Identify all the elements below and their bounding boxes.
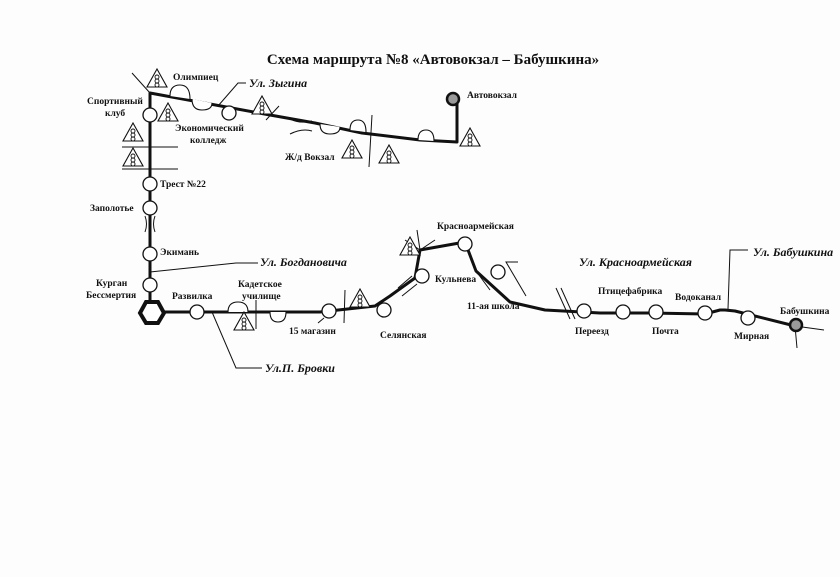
stop-label: Селянская xyxy=(380,331,427,341)
traffic-light-icon xyxy=(251,95,273,115)
stop-label: Спортивный xyxy=(87,96,143,107)
depot-icon[interactable] xyxy=(137,300,167,325)
stop-zapolotye[interactable] xyxy=(142,200,158,216)
stop-krasnoarmeyskaya[interactable] xyxy=(457,236,473,252)
stop-ekonomicheskiy[interactable] xyxy=(221,105,237,121)
stop-label: Курган xyxy=(96,279,128,289)
stop-label: Трест №22 xyxy=(160,180,206,190)
traffic-light-icon xyxy=(399,236,421,256)
stop-label: Автовокзал xyxy=(467,91,518,101)
traffic-light-icon xyxy=(459,127,481,147)
street-line-krasnoarmeyskaya xyxy=(505,261,527,297)
street-label: Ул.П. Бровки xyxy=(265,361,335,375)
stop-label: Ж/д Вокзал xyxy=(285,153,335,163)
stop-label: 11-ая школа xyxy=(467,302,520,312)
bridge-icon xyxy=(289,118,313,135)
stop-label: Экономический xyxy=(175,123,244,134)
street-line-bogdanovicha xyxy=(149,262,258,273)
traffic-light-icon xyxy=(146,68,168,88)
stop-label: Кульнева xyxy=(435,275,476,285)
traffic-light-icon xyxy=(378,144,400,164)
terminal-stop-avtovokzal[interactable] xyxy=(445,91,461,107)
stop-label: Водоканал xyxy=(675,293,722,303)
street-line-zygina xyxy=(217,82,246,107)
stop-11-shkola[interactable] xyxy=(490,264,506,280)
stop-label: Заполотье xyxy=(90,204,134,214)
stop-ptitsefabrika[interactable] xyxy=(615,304,631,320)
stop-selyanskaya[interactable] xyxy=(376,302,392,318)
stop-label: Красноармейская xyxy=(437,221,514,232)
stop-label: Кадетское xyxy=(238,280,282,290)
crossing-line xyxy=(255,289,346,329)
crossing-line xyxy=(122,146,178,170)
crossing-line xyxy=(317,270,825,349)
stop-label: Бабушкина xyxy=(780,306,830,317)
stop-label: Экимань xyxy=(160,248,199,258)
stop-label: колледж xyxy=(190,136,227,146)
stop-label: 15 магазин xyxy=(289,327,336,337)
stop-sportivny[interactable] xyxy=(142,107,158,123)
stop-label: Птицефабрика xyxy=(598,286,662,297)
traffic-light-icon xyxy=(349,288,371,308)
street-line-start xyxy=(131,72,151,94)
terminal-stop-babushkina[interactable] xyxy=(788,317,804,333)
stop-trest[interactable] xyxy=(142,176,158,192)
stop-label: Мирная xyxy=(734,332,769,342)
street-line-brovki xyxy=(211,311,262,369)
stop-label: Развилка xyxy=(172,292,213,302)
stop-razvilka[interactable] xyxy=(189,304,205,320)
stop-kurgan[interactable] xyxy=(142,277,158,293)
speed-bump-icon xyxy=(319,123,341,135)
stop-label: Почта xyxy=(652,327,679,337)
crossing-line xyxy=(555,287,576,320)
traffic-light-icon xyxy=(157,102,179,122)
stop-vodokanal[interactable] xyxy=(697,305,713,321)
stop-15-magazin[interactable] xyxy=(321,303,337,319)
stop-label: Бессмертия xyxy=(86,291,136,301)
traffic-light-icon xyxy=(122,147,144,167)
bridge-icon xyxy=(397,275,418,297)
speed-bump-icon xyxy=(417,129,435,142)
stop-pochta[interactable] xyxy=(648,304,664,320)
speed-bump-icon xyxy=(227,301,249,313)
stop-label: Олимпиец xyxy=(173,73,219,83)
stop-kulneva[interactable] xyxy=(414,268,430,284)
speed-bump-icon xyxy=(349,119,367,133)
traffic-light-icon xyxy=(341,139,363,159)
stop-label: училище xyxy=(242,292,281,302)
speed-bump-icon xyxy=(169,84,191,100)
street-label: Ул. Богдановича xyxy=(260,255,347,269)
traffic-light-icon xyxy=(122,122,144,142)
stop-label: клуб xyxy=(105,108,125,119)
crossing-line xyxy=(265,105,373,168)
stop-pereezd[interactable] xyxy=(576,303,592,319)
stop-mirnaya[interactable] xyxy=(740,310,756,326)
stop-ekiman[interactable] xyxy=(142,246,158,262)
bridge-icon xyxy=(144,215,156,233)
traffic-light-icon xyxy=(233,311,255,331)
street-label: Ул. Зыгина xyxy=(249,76,307,90)
speed-bump-icon xyxy=(269,311,287,323)
diagram-title: Схема маршрута №8 «Автовокзал – Бабушкин… xyxy=(267,52,599,68)
speed-bump-icon xyxy=(191,98,213,111)
stop-label: Переезд xyxy=(575,327,609,337)
street-label: Ул. Бабушкина xyxy=(753,245,833,259)
street-label: Ул. Красноармейская xyxy=(579,255,692,269)
street-line-babushkina xyxy=(727,249,748,310)
